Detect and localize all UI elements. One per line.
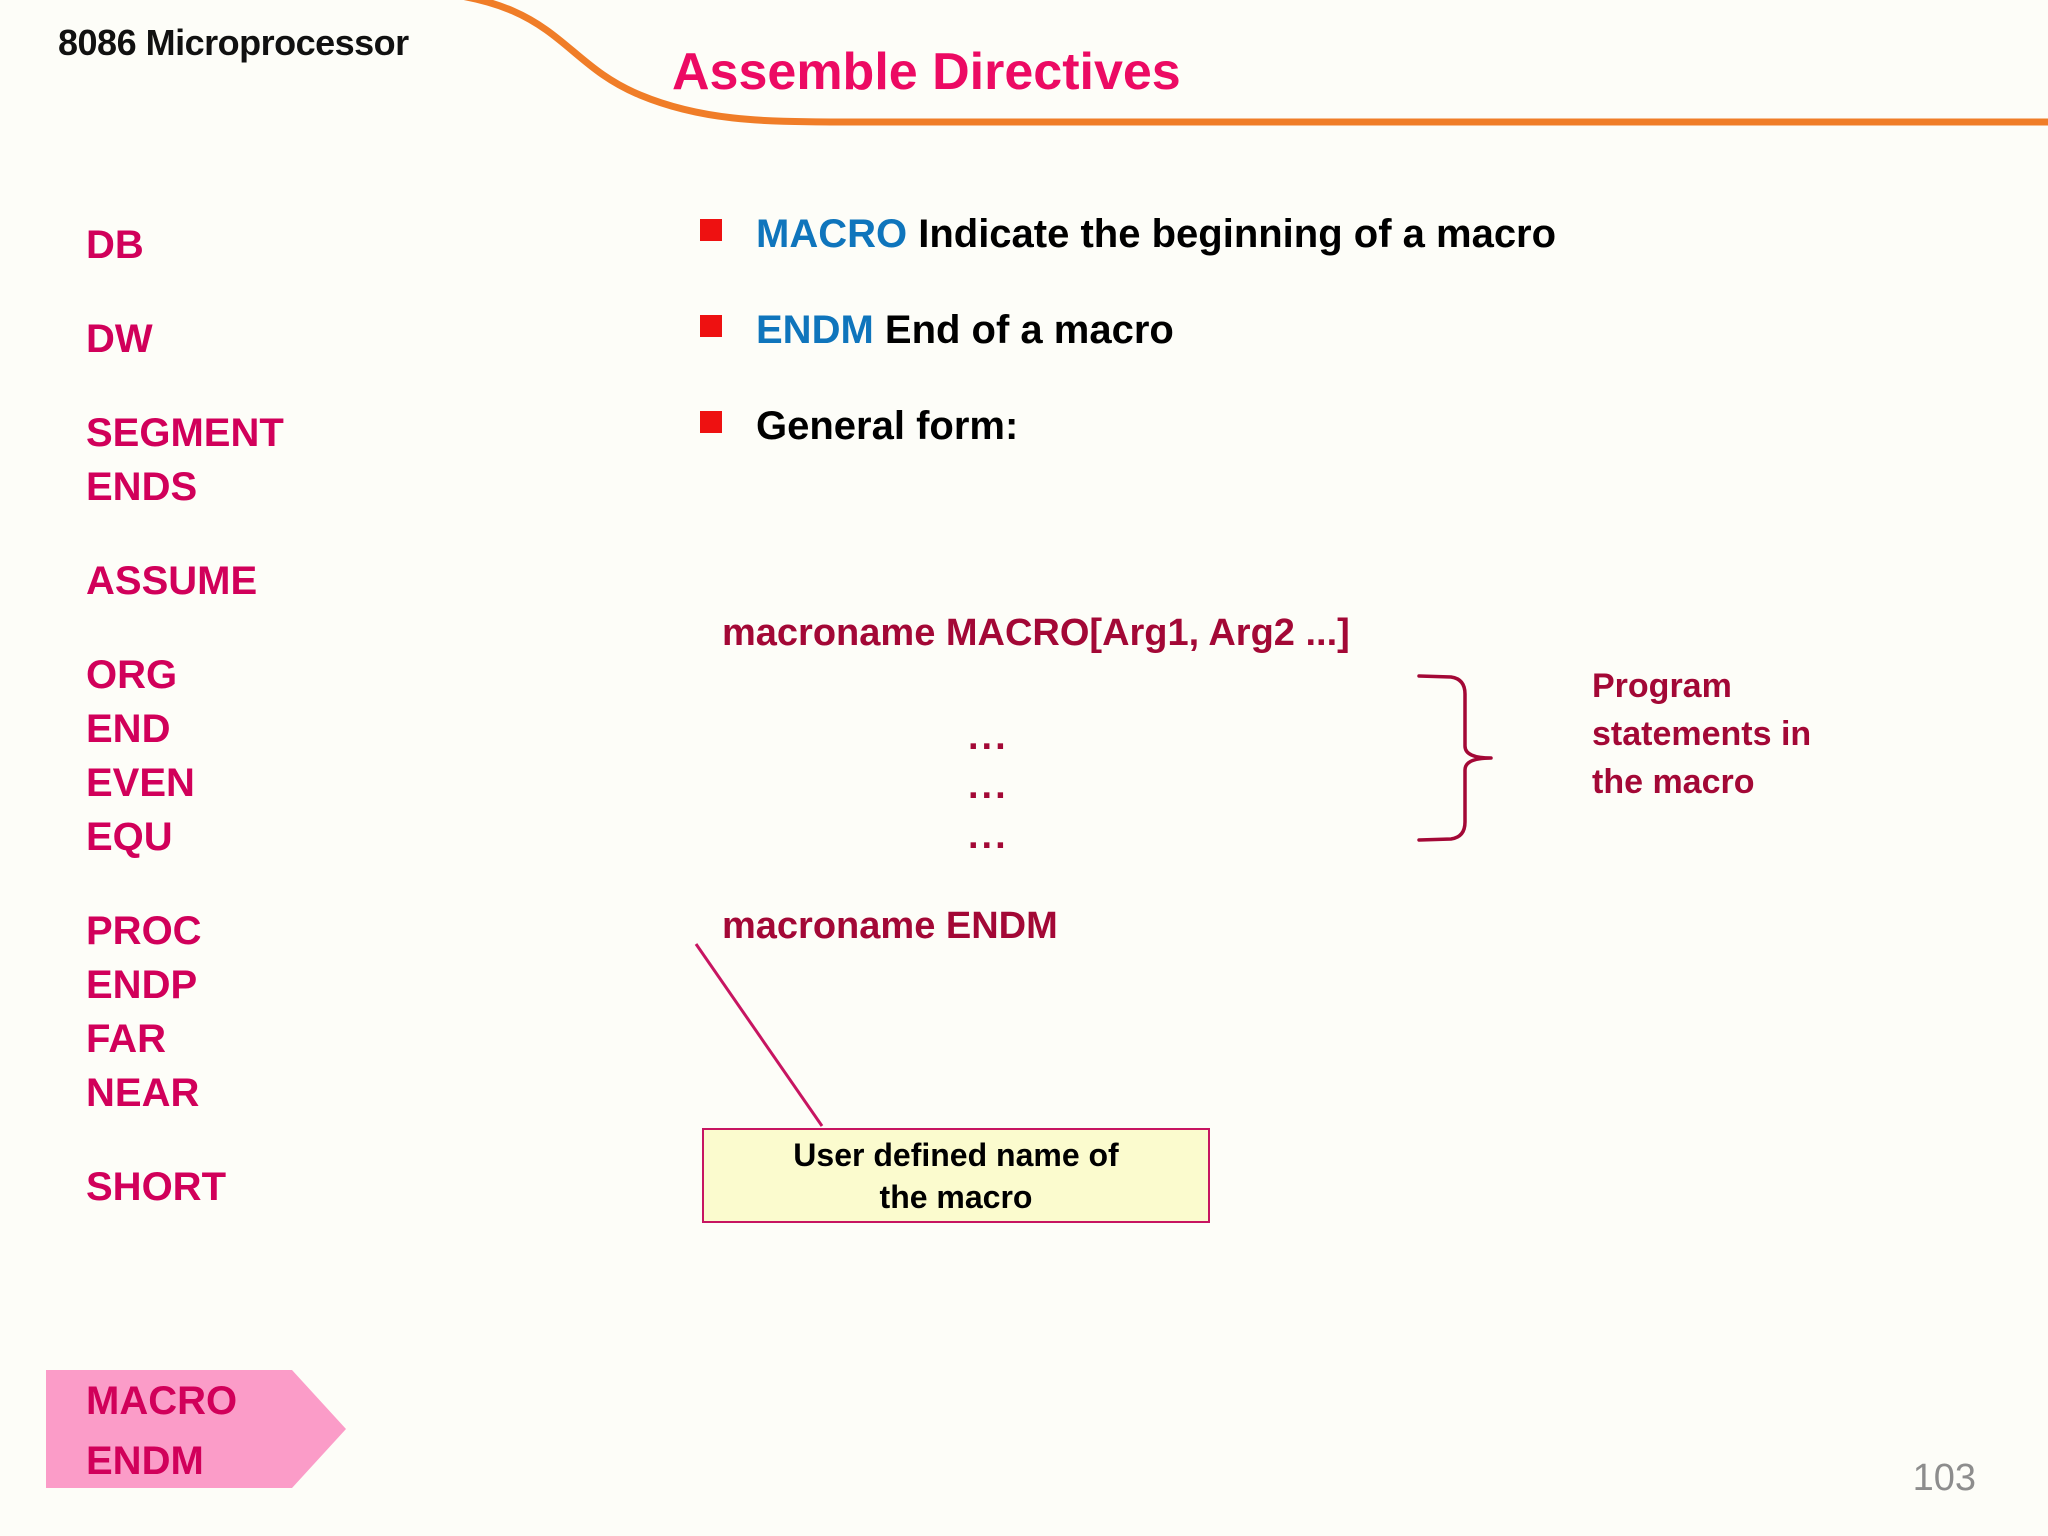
sidebar-item-org[interactable]: ORG xyxy=(86,653,178,697)
callout-box: User defined name of the macro xyxy=(702,1128,1210,1223)
callout-line: the macro xyxy=(879,1178,1033,1215)
program-statements-note: Program statements in the macro xyxy=(1592,662,1811,806)
macro-definition-footer: macroname ENDM xyxy=(722,905,1058,947)
sidebar-item-ends[interactable]: ENDS xyxy=(86,465,198,509)
page-number: 103 xyxy=(1912,1457,1976,1499)
bullet-text: ENDM End of a macro xyxy=(756,308,1174,352)
sidebar-group: DW xyxy=(86,312,446,366)
sidebar-item-macro[interactable]: MACRO xyxy=(86,1379,238,1423)
bullet-description: General form: xyxy=(756,404,1019,448)
sidebar-item-assume[interactable]: ASSUME xyxy=(86,559,258,603)
note-line: Program xyxy=(1592,667,1732,705)
sidebar-highlight-banner[interactable]: MACRO ENDM xyxy=(46,1370,346,1488)
sidebar-item-segment[interactable]: SEGMENT xyxy=(86,411,284,455)
directives-sidebar: DB DW SEGMENT ENDS ASSUME ORG END EVEN E… xyxy=(86,218,446,1254)
sidebar-group: DB xyxy=(86,218,446,272)
bullet-square-icon xyxy=(700,219,722,241)
note-line: statements in xyxy=(1592,715,1812,753)
sidebar-item-end[interactable]: END xyxy=(86,707,171,751)
sidebar-item-endm[interactable]: ENDM xyxy=(86,1439,204,1483)
bullet-text: MACRO Indicate the beginning of a macro xyxy=(756,212,1556,256)
bullet-item-macro: MACRO Indicate the beginning of a macro xyxy=(700,212,1980,256)
macro-body-ellipsis: ... xyxy=(968,716,1009,758)
bullet-description: End of a macro xyxy=(873,308,1174,352)
bullet-keyword: MACRO xyxy=(756,212,908,256)
sidebar-item-even[interactable]: EVEN xyxy=(86,761,195,805)
macro-body-ellipsis: ... xyxy=(968,765,1009,807)
sidebar-group: SHORT xyxy=(86,1160,446,1214)
bullet-item-endm: ENDM End of a macro xyxy=(700,308,1980,352)
bullet-description: Indicate the beginning of a macro xyxy=(907,212,1557,256)
macro-definition-header: macroname MACRO[Arg1, Arg2 ...] xyxy=(722,612,1350,654)
callout-leader-line xyxy=(694,943,824,1127)
sidebar-group: SEGMENT ENDS xyxy=(86,406,446,514)
page-title: Assemble Directives xyxy=(672,43,1181,101)
sidebar-item-db[interactable]: DB xyxy=(86,223,144,267)
sidebar-item-near[interactable]: NEAR xyxy=(86,1071,200,1115)
bullet-item-general-form: General form: xyxy=(700,404,1980,448)
sidebar-item-equ[interactable]: EQU xyxy=(86,815,173,859)
sidebar-item-endp[interactable]: ENDP xyxy=(86,963,198,1007)
sidebar-group: ORG END EVEN EQU xyxy=(86,648,446,864)
sidebar-item-proc[interactable]: PROC xyxy=(86,909,202,953)
bullet-list: MACRO Indicate the beginning of a macro … xyxy=(700,212,1980,500)
slide-subtitle: 8086 Microprocessor xyxy=(58,22,409,63)
callout-line: User defined name of xyxy=(793,1136,1119,1173)
right-curly-brace-icon xyxy=(1417,674,1493,842)
bullet-keyword: ENDM xyxy=(756,308,874,352)
bullet-square-icon xyxy=(700,315,722,337)
bullet-square-icon xyxy=(700,411,722,433)
sidebar-item-short[interactable]: SHORT xyxy=(86,1165,226,1209)
sidebar-item-far[interactable]: FAR xyxy=(86,1017,166,1061)
macro-body-ellipsis: ... xyxy=(968,815,1009,857)
sidebar-item-dw[interactable]: DW xyxy=(86,317,153,361)
sidebar-group: ASSUME xyxy=(86,554,446,608)
sidebar-group: PROC ENDP FAR NEAR xyxy=(86,904,446,1120)
note-line: the macro xyxy=(1592,763,1755,801)
